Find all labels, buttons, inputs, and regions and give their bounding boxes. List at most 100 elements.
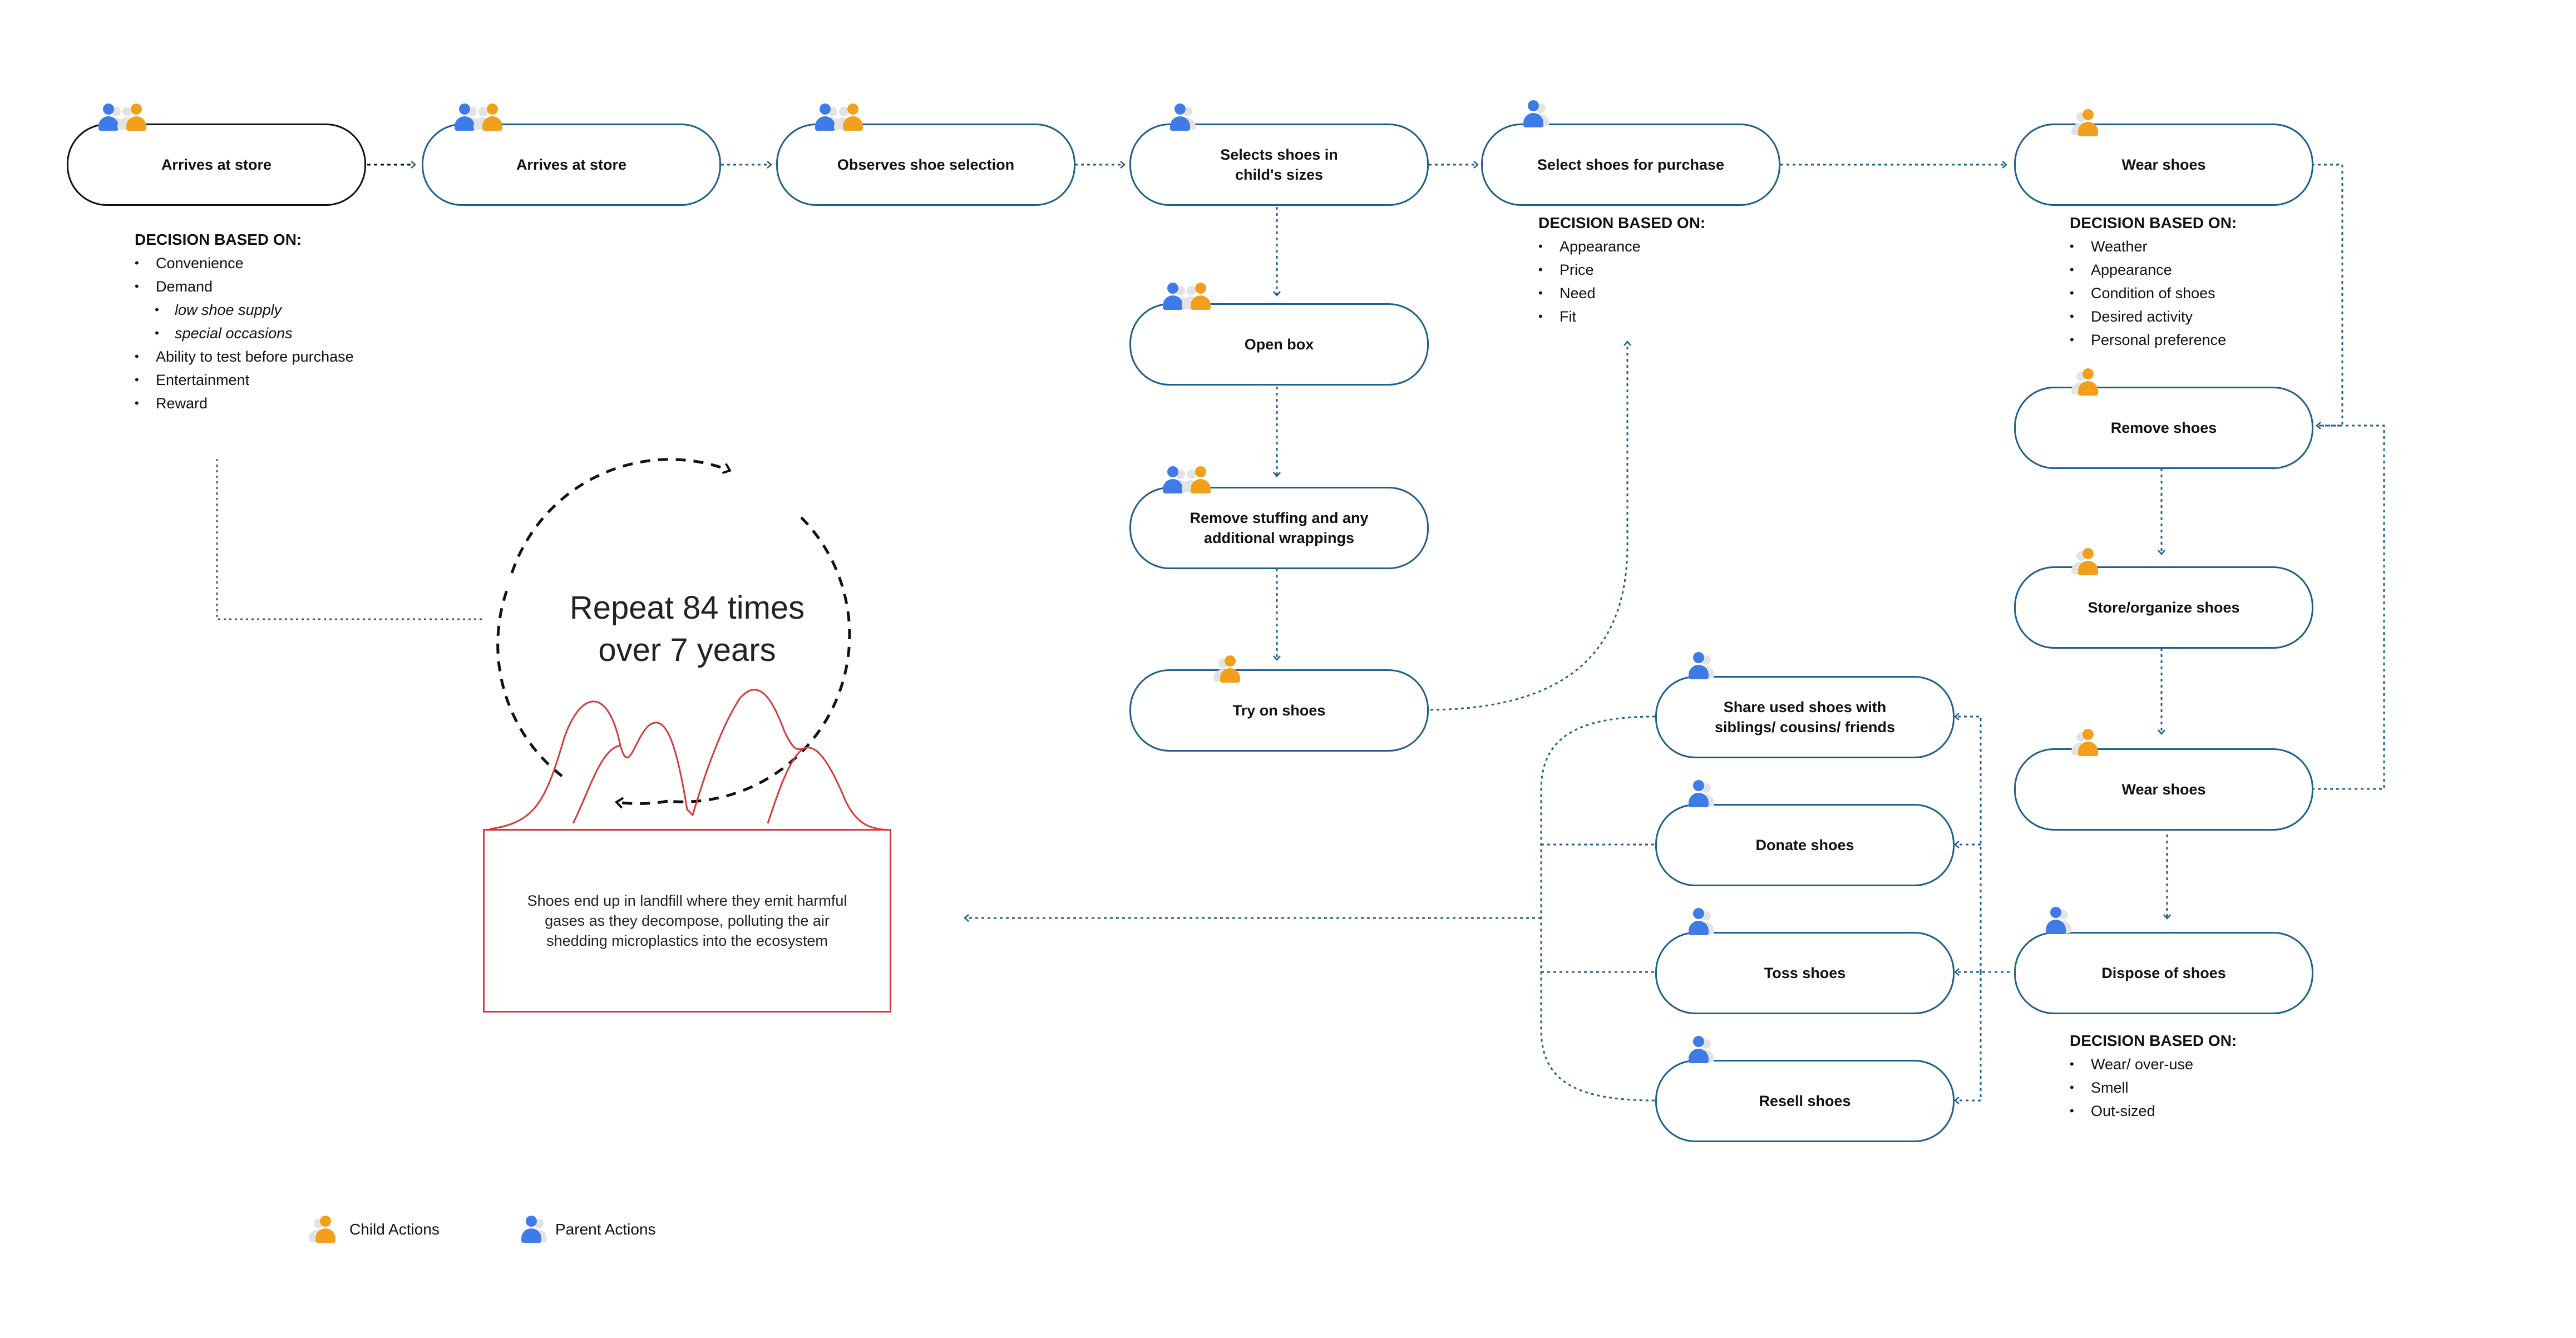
- repeat-label: Repeat 84 times over 7 years: [531, 587, 843, 672]
- node-label: Wear shoes: [2121, 156, 2206, 173]
- node-label: Toss shoes: [1764, 965, 1846, 981]
- node-label: Observes shoe selection: [837, 156, 1015, 173]
- landfill-box: Shoes end up in landfill where they emit…: [483, 829, 891, 1013]
- actors-wear-2: [2071, 729, 2103, 757]
- decision-item: Weather: [2070, 235, 2237, 258]
- arrow-dispose-share: [1954, 713, 1982, 972]
- node-label: Open box: [1244, 336, 1314, 353]
- decision-item: Price: [1538, 258, 1705, 282]
- parent-icon: [1686, 908, 1714, 936]
- actors-wear-1: [2071, 109, 2103, 137]
- node-label: Remove shoes: [2110, 419, 2217, 436]
- decision-item: Out-sized: [2070, 1099, 2237, 1123]
- connector-decision-repeat: [216, 459, 484, 620]
- node-toss-shoes: Toss shoes: [1655, 932, 1955, 1014]
- arrow-dispose-resell: [1954, 972, 1982, 1104]
- node-label: Wear shoes: [2121, 781, 2206, 798]
- actors-remove-shoes: [2071, 368, 2103, 396]
- node-selects-shoes: Selects shoes in child's sizes: [1129, 124, 1429, 206]
- decision-item: Appearance: [1538, 235, 1705, 258]
- actors-try-on: [1213, 655, 1245, 683]
- decision-subitem: low shoe supply: [135, 298, 354, 322]
- decision-item: Reward: [135, 392, 354, 415]
- decision-wear: DECISION BASED ON: Weather Appearance Co…: [2070, 211, 2237, 352]
- node-wear-shoes-1: Wear shoes: [2014, 124, 2313, 206]
- child-icon: [473, 103, 505, 131]
- node-share-shoes: Share used shoes with siblings/ cousins/…: [1655, 676, 1955, 758]
- child-icon: [834, 103, 866, 131]
- actors-share: [1686, 652, 1714, 680]
- actors-dispose: [2043, 907, 2071, 935]
- decision-item: Ability to test before purchase: [135, 345, 354, 368]
- node-arrives-at-store-parent: Arrives at store: [422, 124, 721, 206]
- node-label: Share used shoes with siblings/ cousins/…: [1714, 699, 1896, 735]
- node-try-on-shoes: Try on shoes: [1129, 669, 1429, 752]
- node-remove-stuffing: Remove stuffing and any additional wrapp…: [1129, 487, 1429, 569]
- decision-item: Personal preference: [2070, 328, 2237, 352]
- parent-icon: [1686, 1036, 1714, 1064]
- legend-child: Child Actions: [309, 1216, 440, 1243]
- landfill-mountains: [489, 689, 891, 831]
- node-dispose-of-shoes: Dispose of shoes: [2014, 932, 2313, 1014]
- node-arrives-at-store-child: Arrives at store: [67, 124, 366, 206]
- connector-options-bracket: [1540, 715, 1656, 1102]
- child-icon: [2071, 729, 2101, 757]
- decision-purchase: DECISION BASED ON: Appearance Price Need…: [1538, 211, 1705, 328]
- decision-item: Appearance: [2070, 258, 2237, 282]
- node-remove-shoes: Remove shoes: [2014, 387, 2313, 469]
- decision-item: Smell: [2070, 1076, 2237, 1099]
- parent-icon: [1167, 103, 1196, 131]
- repeat-loop-arc-right: [667, 516, 851, 803]
- node-wear-shoes-2: Wear shoes: [2014, 748, 2313, 831]
- decision-heading: DECISION BASED ON:: [2070, 214, 2237, 231]
- decision-item: Condition of shoes: [2070, 282, 2237, 305]
- node-observes-shoe-selection: Observes shoe selection: [776, 124, 1075, 206]
- decision-heading: DECISION BASED ON:: [135, 231, 302, 248]
- actors-resell: [1686, 1036, 1714, 1064]
- child-icon: [117, 103, 149, 131]
- node-store-organize: Store/organize shoes: [2014, 566, 2313, 649]
- child-icon: [2071, 368, 2101, 396]
- actors-observes: [812, 103, 868, 131]
- repeat-loop-arc-bottom: [614, 797, 668, 809]
- actors-arrives-2: [452, 103, 507, 131]
- legend-parent-label: Parent Actions: [555, 1221, 656, 1238]
- decision-item: Desired activity: [2070, 305, 2237, 328]
- node-label: Arrives at store: [516, 156, 627, 173]
- actors-donate: [1686, 780, 1714, 808]
- parent-icon: [1686, 780, 1714, 808]
- arrow-wear-removeshoes: [2312, 164, 2343, 429]
- node-resell-shoes: Resell shoes: [1655, 1060, 1955, 1142]
- parent-icon: [1521, 100, 1549, 128]
- parent-icon: [519, 1216, 547, 1243]
- legend-child-label: Child Actions: [349, 1221, 440, 1238]
- repeat-loop-arc-left: [496, 584, 563, 777]
- actors-open-box: [1160, 283, 1216, 310]
- decision-store: DECISION BASED ON: Convenience Demand lo…: [135, 228, 354, 415]
- actors-purchase: [1521, 100, 1549, 128]
- decision-heading: DECISION BASED ON:: [1538, 214, 1706, 231]
- parent-icon: [1686, 652, 1714, 680]
- decision-subitem: special occasions: [135, 322, 354, 345]
- node-label: Remove stuffing and any additional wrapp…: [1190, 510, 1369, 546]
- child-icon: [2071, 548, 2101, 576]
- node-label: Select shoes for purchase: [1537, 156, 1725, 173]
- landfill-text: Shoes end up in landfill where they emit…: [527, 892, 847, 949]
- decision-item: Wear/ over-use: [2070, 1053, 2237, 1076]
- node-label: Store/organize shoes: [2088, 599, 2240, 616]
- node-select-for-purchase: Select shoes for purchase: [1481, 124, 1780, 206]
- child-icon: [1182, 466, 1213, 494]
- repeat-text: Repeat 84 times over 7 years: [569, 590, 805, 668]
- legend-parent: Parent Actions: [519, 1216, 656, 1243]
- child-icon: [1182, 283, 1213, 310]
- landfill-mountains-back: [572, 744, 805, 824]
- arrow-tryon-purchase: [1424, 340, 1631, 711]
- node-label: Arrives at store: [161, 156, 272, 173]
- actors-remove-stuffing: [1160, 466, 1216, 494]
- decision-dispose: DECISION BASED ON: Wear/ over-use Smell …: [2070, 1029, 2237, 1123]
- actors-arrives-1: [96, 103, 151, 131]
- node-open-box: Open box: [1129, 303, 1429, 386]
- child-icon: [1213, 655, 1243, 683]
- node-label: Dispose of shoes: [2101, 965, 2226, 981]
